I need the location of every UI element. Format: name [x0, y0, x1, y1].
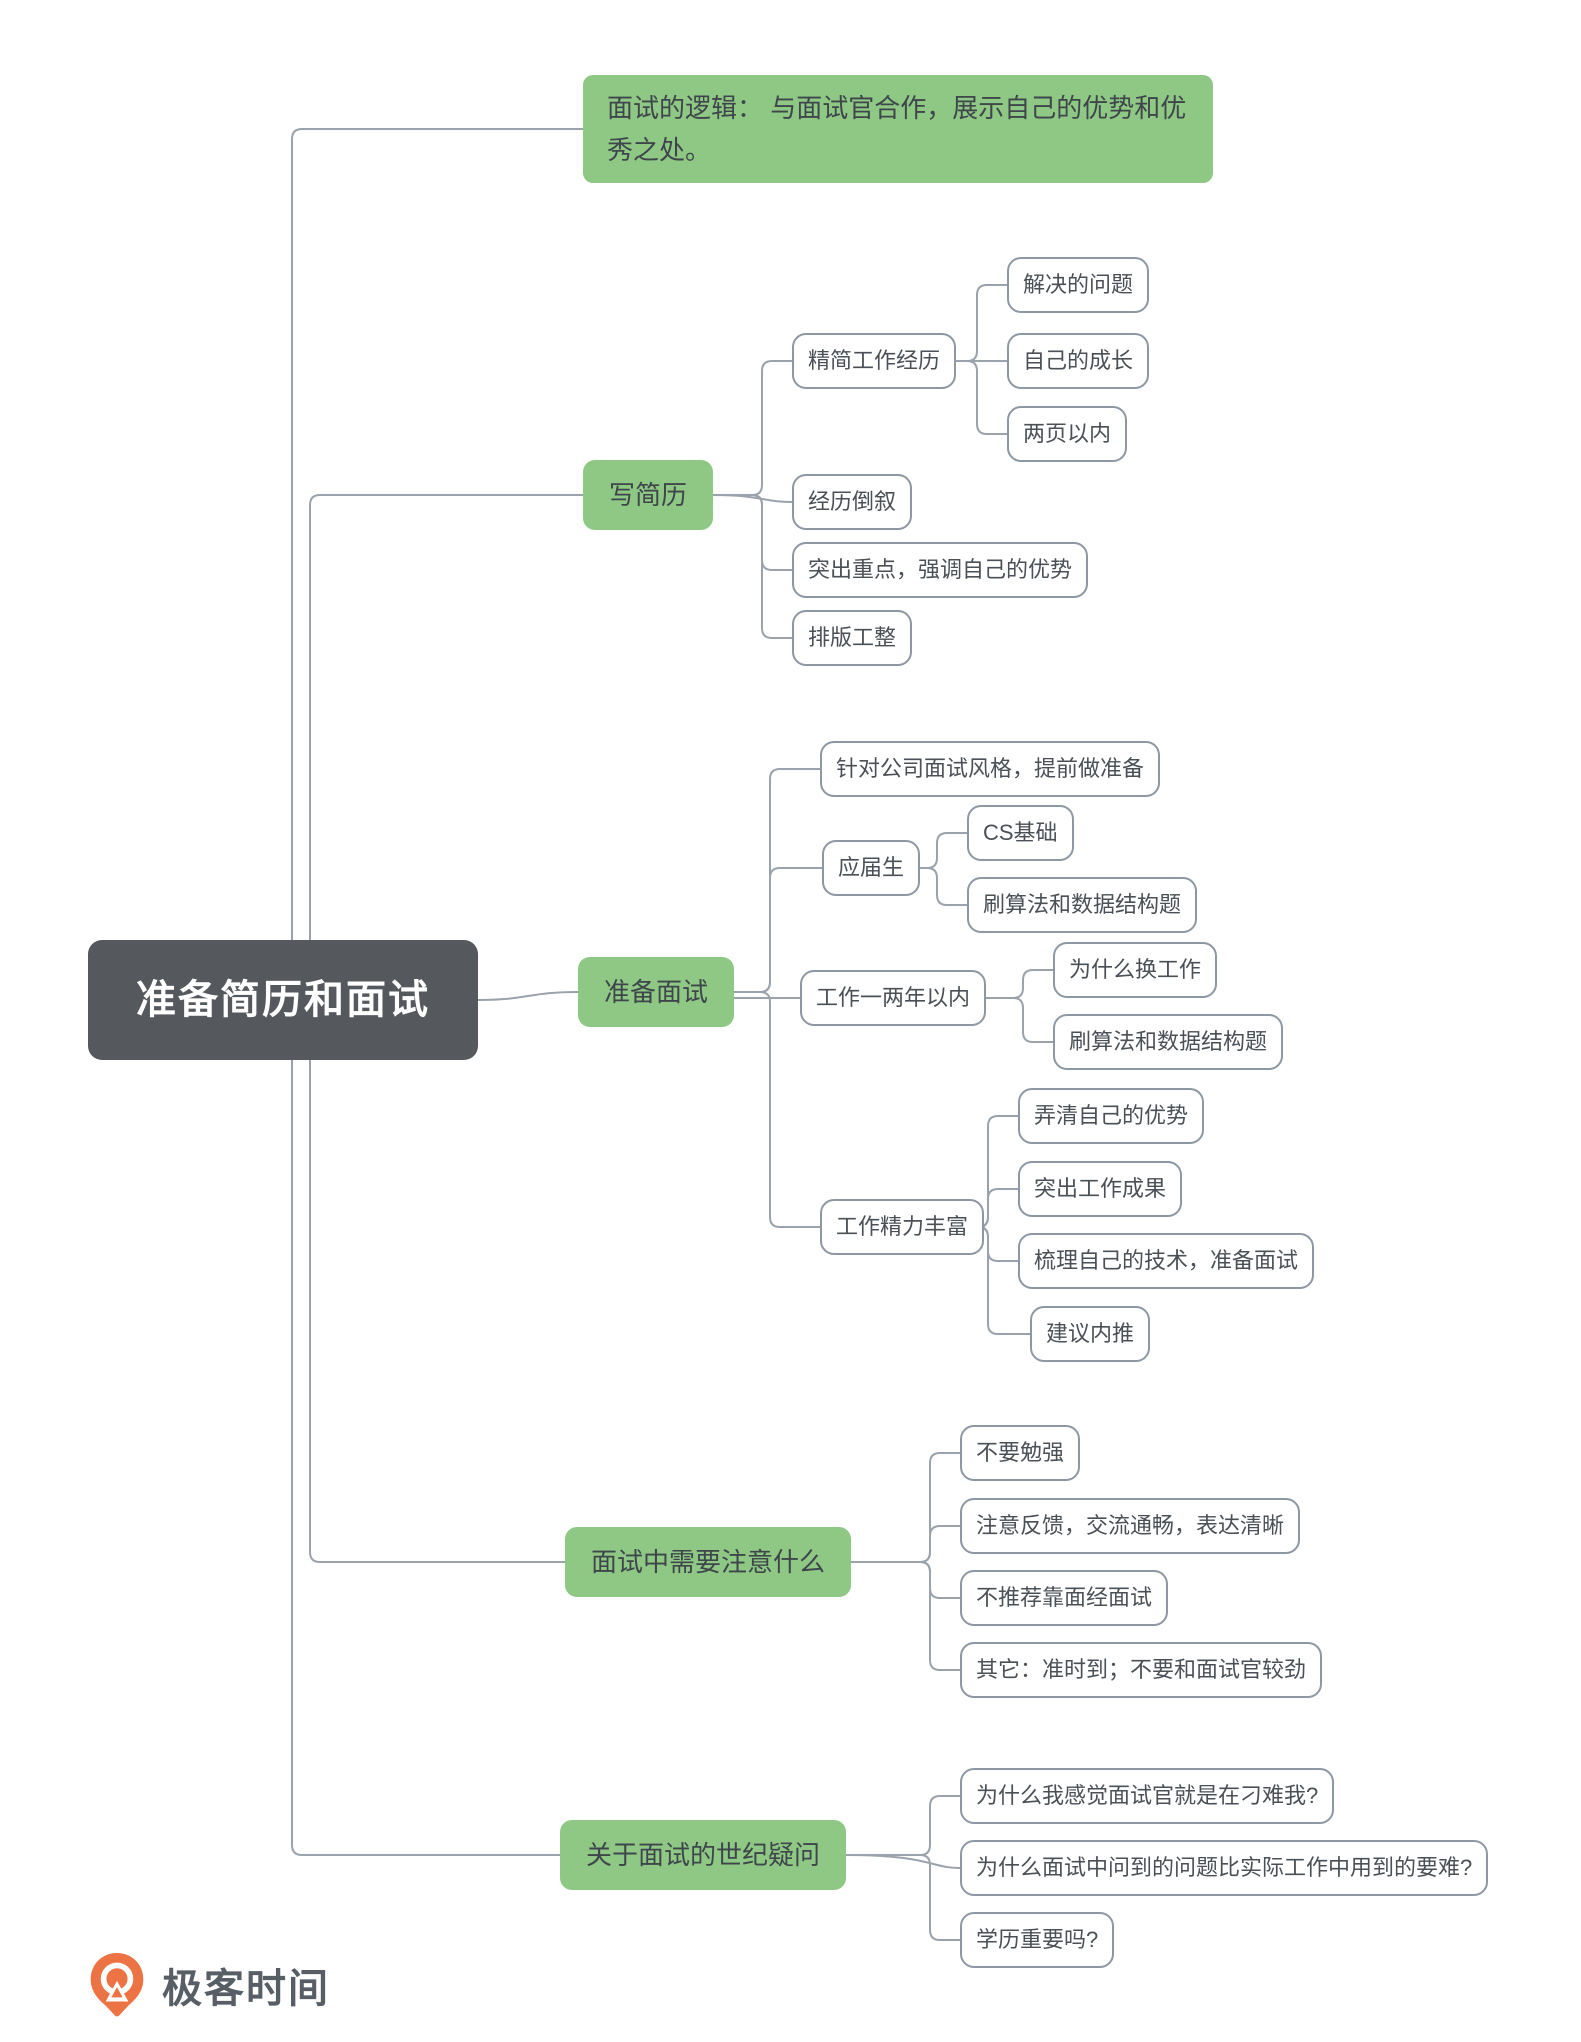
- mindmap-node-referral[interactable]: 建议内推: [1030, 1306, 1151, 1362]
- connector-cs-basics: [919, 832, 968, 869]
- mindmap-node-reverse-order[interactable]: 经历倒叙: [792, 474, 913, 530]
- connector-write-resume: [309, 494, 584, 941]
- connector-no-forcing: [850, 1452, 961, 1563]
- mindmap-node-highlight-results[interactable]: 突出工作成果: [1018, 1161, 1183, 1217]
- connector-rich-experience: [733, 991, 821, 1228]
- mindmap-node-others-on-time[interactable]: 其它：准时到；不要和面试官较劲: [960, 1642, 1323, 1698]
- connector-others-on-time: [850, 1561, 961, 1671]
- connector-concise-experience: [712, 360, 793, 496]
- connector-reverse-order: [712, 494, 793, 503]
- mindmap-node-company-style[interactable]: 针对公司面试风格，提前做准备: [820, 741, 1161, 797]
- mindmap-node-no-interview-cheatsheets[interactable]: 不推荐靠面经面试: [960, 1570, 1169, 1626]
- mindmap-node-write-resume[interactable]: 写简历: [583, 460, 714, 530]
- brand-name: 极客时间: [162, 1967, 330, 2011]
- mindmap-node-cs-basics[interactable]: CS基础: [967, 805, 1074, 861]
- mindmap-node-own-growth[interactable]: 自己的成长: [1007, 333, 1150, 389]
- mindmap-node-attention[interactable]: 面试中需要注意什么: [565, 1527, 852, 1597]
- connector-two-pages: [955, 360, 1008, 435]
- connector-fresh-graduate: [733, 867, 823, 993]
- connector-feedback-clear: [850, 1525, 961, 1563]
- brand-logo: 极客时间: [88, 1952, 330, 2018]
- connector-problems-solved: [955, 284, 1008, 362]
- connector-questions-harder: [845, 1854, 961, 1869]
- connector-degree-matter: [845, 1854, 961, 1941]
- mindmap-node-degree-matter[interactable]: 学历重要吗?: [960, 1912, 1115, 1968]
- mindmap-node-prep-interview[interactable]: 准备面试: [578, 957, 735, 1027]
- mindmap-node-two-pages[interactable]: 两页以内: [1007, 406, 1128, 462]
- connector-highlight-strengths: [712, 494, 793, 571]
- mindmap-node-why-change-job[interactable]: 为什么换工作: [1053, 942, 1218, 998]
- mindmap-node-practice-algorithms-2[interactable]: 刷算法和数据结构题: [1053, 1014, 1284, 1070]
- connector-practice-algorithms-1: [919, 867, 968, 906]
- geektime-pin-icon: [90, 1953, 144, 2017]
- connector-practice-algorithms-2: [985, 997, 1054, 1043]
- mindmap-node-root[interactable]: 准备简历和面试: [88, 940, 478, 1060]
- connector-why-change-job: [985, 969, 1054, 999]
- mindmap-node-highlight-strengths[interactable]: 突出重点，强调自己的优势: [792, 542, 1089, 598]
- mindmap-node-fresh-graduate[interactable]: 应届生: [822, 840, 921, 896]
- mindmap-node-no-forcing[interactable]: 不要勉强: [960, 1425, 1081, 1481]
- connector-no-interview-cheatsheets: [850, 1561, 961, 1599]
- mindmap-node-questions-harder[interactable]: 为什么面试中问到的问题比实际工作中用到的要难?: [960, 1840, 1489, 1896]
- connector-interview-logic: [291, 128, 584, 941]
- mindmap-node-problems-solved[interactable]: 解决的问题: [1007, 257, 1150, 313]
- mindmap-node-practice-algorithms-1[interactable]: 刷算法和数据结构题: [967, 877, 1198, 933]
- mindmap-node-century-questions[interactable]: 关于面试的世纪疑问: [560, 1820, 847, 1890]
- mindmap-node-rich-experience[interactable]: 工作精力丰富: [820, 1199, 985, 1255]
- connector-neat-layout: [712, 494, 793, 639]
- mindmap-node-organize-tech[interactable]: 梳理自己的技术，准备面试: [1018, 1233, 1315, 1289]
- connector-attention: [309, 1059, 566, 1563]
- connector-interviewer-tricky: [845, 1795, 961, 1856]
- connector-company-style: [733, 768, 821, 993]
- mindmap-node-feedback-clear[interactable]: 注意反馈，交流通畅，表达清晰: [960, 1498, 1301, 1554]
- mindmap-node-interview-logic[interactable]: 面试的逻辑： 与面试官合作，展示自己的优势和优秀之处。: [583, 75, 1213, 183]
- mindmap-node-clarify-strengths[interactable]: 弄清自己的优势: [1018, 1088, 1205, 1144]
- mindmap-node-concise-experience[interactable]: 精简工作经历: [792, 333, 957, 389]
- connector-clarify-strengths: [977, 1115, 1019, 1228]
- connector-prep-interview: [477, 991, 579, 1001]
- connector-century-questions: [291, 1059, 561, 1856]
- mindmap-node-neat-layout[interactable]: 排版工整: [792, 610, 913, 666]
- mindmap-node-interviewer-tricky[interactable]: 为什么我感觉面试官就是在刁难我?: [960, 1768, 1335, 1824]
- mindmap-node-work-1-2-years[interactable]: 工作一两年以内: [800, 970, 987, 1026]
